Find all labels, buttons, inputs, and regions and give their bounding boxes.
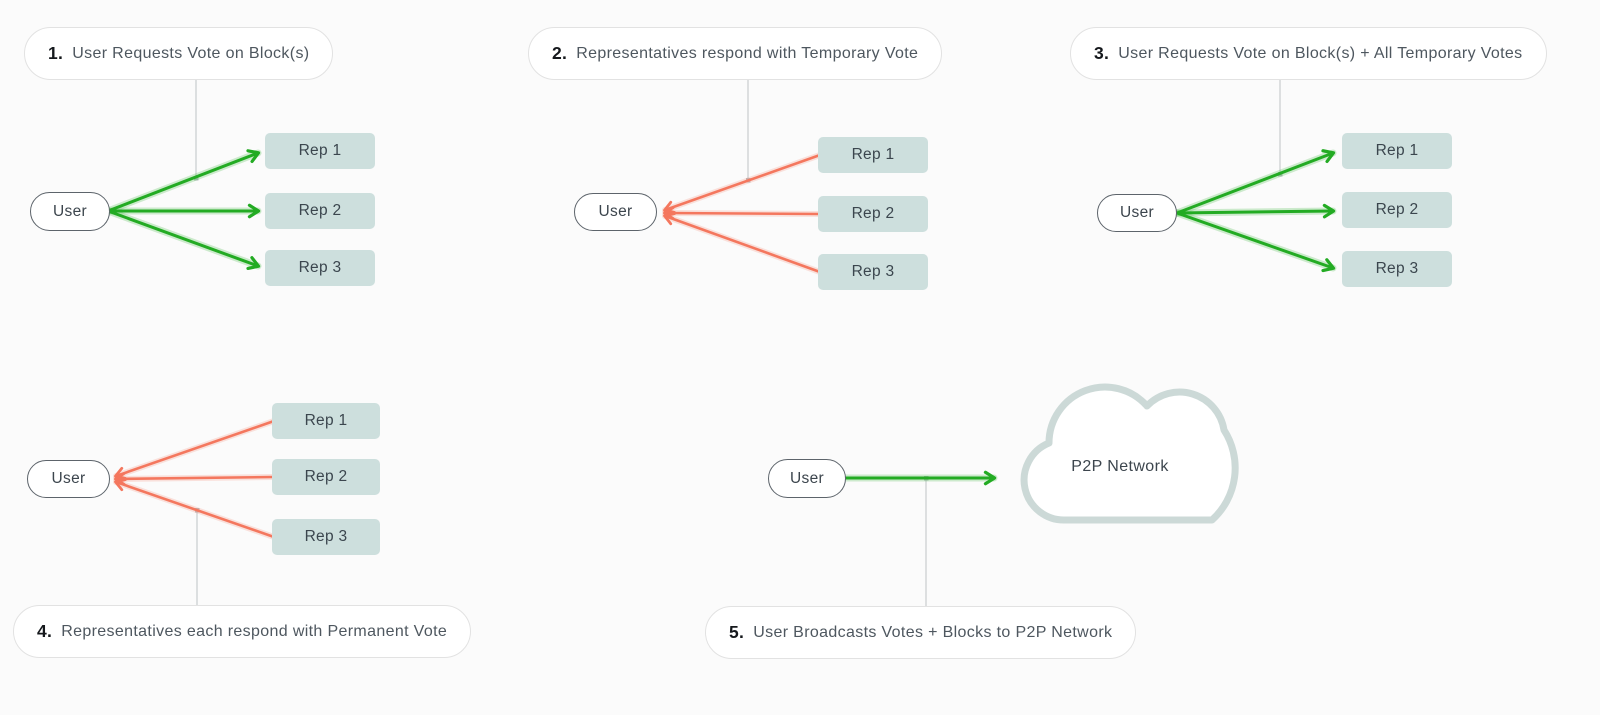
rep3-node-step4: Rep 3 (272, 519, 380, 555)
user-label: User (790, 469, 824, 487)
step-number: 1. (48, 43, 64, 63)
rep2-node-step1: Rep 2 (265, 193, 375, 229)
step-title: Representatives each respond with Perman… (61, 622, 448, 640)
rep2-node-step3: Rep 2 (1342, 192, 1452, 228)
user-label: User (598, 203, 633, 220)
rep-label: Rep 2 (304, 468, 348, 485)
green-arrow (1176, 149, 1336, 215)
green-arrow (1176, 203, 1336, 219)
green-arrow (107, 209, 261, 271)
green-arrow (107, 149, 261, 213)
rep-label: Rep 3 (304, 528, 348, 545)
rep-label: Rep 3 (298, 259, 342, 276)
step-label-4: 4. Representatives each respond with Per… (13, 605, 472, 658)
step-number: 5. (729, 622, 745, 642)
user-node-step3: User (1097, 194, 1177, 232)
arrows-step2-reps-to-user (662, 152, 823, 275)
salmon-arrow (114, 419, 275, 480)
user-node-step5: User (768, 459, 846, 498)
step-label-2: 2. Representatives respond with Temporar… (528, 27, 943, 80)
green-arrow (1176, 211, 1336, 273)
rep3-node-step2: Rep 3 (818, 254, 928, 290)
arrows-step1-user-to-reps (104, 149, 262, 271)
rep-label: Rep 2 (298, 202, 342, 219)
rep3-node-step1: Rep 3 (265, 250, 375, 286)
rep2-node-step2: Rep 2 (818, 196, 928, 232)
user-label: User (1120, 204, 1154, 221)
user-node-step4: User (27, 460, 110, 498)
step-number: 4. (37, 621, 53, 641)
arrows-step3-user-to-reps (1173, 149, 1337, 273)
rep-label: Rep 1 (851, 146, 895, 163)
user-label: User (53, 202, 87, 220)
rep-label: Rep 1 (304, 412, 348, 429)
salmon-arrow (663, 212, 821, 274)
rep2-node-step4: Rep 2 (272, 459, 380, 495)
step-title: Representatives respond with Temporary V… (576, 44, 919, 62)
rep1-node-step1: Rep 1 (265, 133, 375, 169)
user-node-step1: User (30, 192, 110, 231)
salmon-arrow (114, 472, 275, 486)
rep-label: Rep 3 (1375, 260, 1419, 277)
rep-label: Rep 1 (298, 142, 342, 159)
step-title: User Broadcasts Votes + Blocks to P2P Ne… (753, 623, 1113, 641)
rep-label: Rep 2 (1375, 201, 1419, 218)
rep1-node-step2: Rep 1 (818, 137, 928, 173)
salmon-arrow (663, 153, 821, 214)
user-node-step2: User (574, 193, 657, 231)
rep-label: Rep 3 (851, 263, 895, 280)
salmon-arrow (663, 206, 821, 220)
rep-label: Rep 1 (1375, 142, 1419, 159)
step-label-5: 5. User Broadcasts Votes + Blocks to P2P… (705, 606, 1137, 659)
p2p-cloud (1020, 383, 1239, 524)
rep3-node-step3: Rep 3 (1342, 251, 1452, 287)
step-label-3: 3. User Requests Vote on Block(s) + All … (1070, 27, 1547, 80)
rep1-node-step3: Rep 1 (1342, 133, 1452, 169)
rep-label: Rep 2 (851, 205, 895, 222)
salmon-arrow (114, 478, 275, 539)
step-title: User Requests Vote on Block(s) (72, 44, 310, 62)
arrows-step4-reps-to-user (113, 418, 277, 540)
rep1-node-step4: Rep 1 (272, 403, 380, 439)
user-label: User (51, 470, 86, 487)
step-title: User Requests Vote on Block(s) + All Tem… (1118, 44, 1523, 62)
step-label-1: 1. User Requests Vote on Block(s) (24, 27, 334, 80)
p2p-network-label: P2P Network (1071, 458, 1169, 475)
step-number: 2. (552, 43, 568, 63)
step-number: 3. (1094, 43, 1110, 63)
